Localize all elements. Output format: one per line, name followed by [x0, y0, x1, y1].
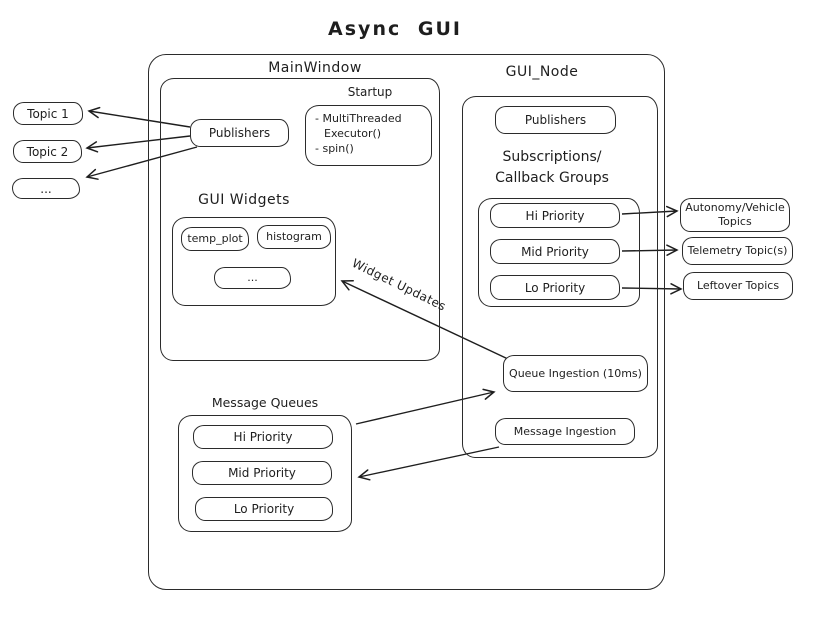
- main-window-publishers-label: Publishers: [208, 126, 271, 140]
- histogram-widget: histogram: [257, 225, 331, 249]
- main-window-box: [160, 78, 440, 361]
- queue-ingestion-label: Queue Ingestion (10ms): [509, 366, 642, 380]
- leftover-topics-node: Leftover Topics: [683, 272, 793, 300]
- sub-hi-priority-node: Hi Priority: [490, 203, 620, 228]
- gui-widgets-box: [172, 217, 336, 306]
- leftover-topics-label: Leftover Topics: [696, 279, 780, 292]
- message-ingestion-node: Message Ingestion: [495, 418, 635, 445]
- more-widgets-node: ...: [214, 267, 291, 289]
- mq-lo-priority-label: Lo Priority: [233, 502, 295, 516]
- temp-plot-label: temp_plot: [187, 232, 243, 245]
- startup-line2: Executor(): [324, 127, 382, 140]
- main-window-label: MainWindow: [268, 60, 362, 76]
- topic2-label: Topic 2: [26, 144, 69, 159]
- message-queues-label: Message Queues: [211, 395, 319, 410]
- gui-widgets-label: GUI Widgets: [198, 192, 290, 208]
- autonomy-vehicle-topics-node: Autonomy/Vehicle Topics: [680, 198, 790, 232]
- startup-line3: - spin(): [315, 142, 354, 155]
- queue-ingestion-node: Queue Ingestion (10ms): [503, 355, 648, 392]
- telemetry-topics-label: Telemetry Topic(s): [687, 244, 788, 257]
- subscriptions-label-line1: Subscriptions/: [502, 149, 602, 165]
- sub-mid-priority-node: Mid Priority: [490, 239, 620, 264]
- topic-more-node: ...: [12, 178, 80, 199]
- topic2-node: Topic 2: [13, 140, 82, 163]
- autonomy-vehicle-topics-label: Autonomy/Vehicle Topics: [685, 201, 785, 228]
- topic1-label: Topic 1: [27, 106, 69, 121]
- sub-hi-priority-label: Hi Priority: [525, 208, 585, 223]
- gui-node-label: GUI_Node: [505, 64, 579, 80]
- more-widgets-label: ...: [247, 271, 258, 284]
- telemetry-topics-node: Telemetry Topic(s): [682, 237, 793, 265]
- subscriptions-label-line2: Callback Groups: [495, 170, 609, 186]
- subscriptions-label: Subscriptions/ Callback Groups: [472, 147, 632, 189]
- topic-more-label: ...: [40, 181, 52, 196]
- message-ingestion-label: Message Ingestion: [513, 424, 617, 438]
- async-gui-outer-box: [148, 54, 665, 590]
- gui-node-box: [462, 96, 658, 458]
- subscriptions-box: [478, 198, 640, 307]
- startup-line1: - MultiThreaded: [315, 112, 402, 125]
- diagram-title: Async GUI: [328, 18, 462, 40]
- message-queues-box: [178, 415, 352, 532]
- histogram-label: histogram: [266, 230, 322, 243]
- mq-mid-priority-node: Mid Priority: [192, 461, 332, 485]
- mq-mid-priority-label: Mid Priority: [228, 466, 296, 480]
- gui-node-publishers-node: Publishers: [495, 106, 616, 134]
- mq-lo-priority-node: Lo Priority: [195, 497, 333, 521]
- startup-box: [305, 105, 432, 166]
- topic1-node: Topic 1: [13, 102, 83, 125]
- sub-lo-priority-label: Lo Priority: [524, 280, 586, 295]
- temp-plot-widget: temp_plot: [181, 227, 249, 251]
- sub-lo-priority-node: Lo Priority: [490, 275, 620, 300]
- main-window-publishers-node: Publishers: [190, 119, 289, 147]
- sub-mid-priority-label: Mid Priority: [521, 244, 589, 259]
- startup-details: - MultiThreaded Executor() - spin(): [315, 111, 427, 156]
- mq-hi-priority-label: Hi Priority: [233, 430, 293, 444]
- mq-hi-priority-node: Hi Priority: [193, 425, 333, 449]
- gui-node-publishers-label: Publishers: [524, 113, 587, 127]
- startup-label: Startup: [347, 85, 393, 99]
